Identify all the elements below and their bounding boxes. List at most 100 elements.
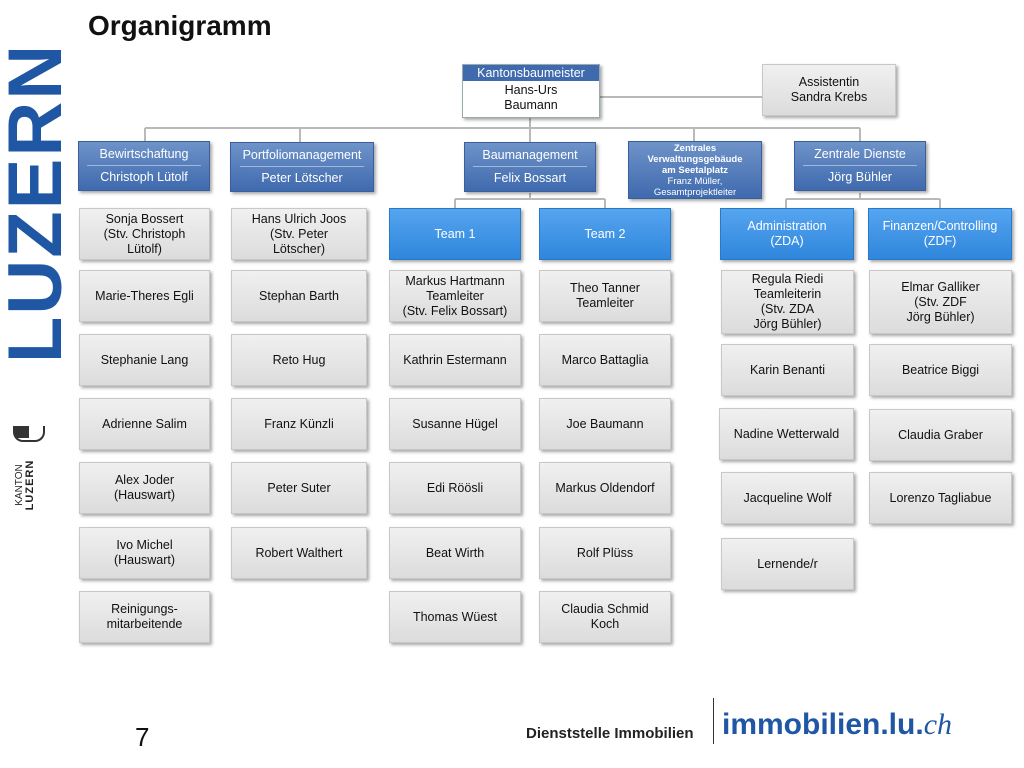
staff-card: Marco Battaglia	[539, 334, 671, 386]
staff-line1: Edi Röösli	[426, 480, 484, 495]
dept-bewirtschaftung: Bewirtschaftung Christoph Lütolf	[78, 141, 210, 191]
dept-title: Zentrale Dienste	[814, 147, 906, 161]
footer-divider	[713, 698, 714, 744]
staff-card: Markus Oldendorf	[539, 462, 671, 514]
dept-title: Baumanagement	[482, 148, 578, 162]
staff-card: Alex Joder (Hauswart)	[79, 462, 210, 514]
staff-line1: Markus Oldendorf	[555, 480, 655, 495]
staff-card: Regula Riedi Teamleiterin (Stv. ZDA Jörg…	[721, 270, 854, 334]
staff-line2: (Stv. Peter	[269, 226, 329, 241]
team-label-line2: (ZDA)	[770, 234, 804, 248]
staff-card: Elmar Galliker (Stv. ZDF Jörg Bühler)	[869, 270, 1012, 334]
dept-baumanagement: Baumanagement Felix Bossart	[464, 142, 596, 192]
staff-card: Claudia Graber	[869, 409, 1012, 461]
dept-portfoliomanagement: Portfoliomanagement Peter Lötscher	[230, 142, 374, 192]
page-number: 7	[135, 722, 150, 752]
staff-card: Kathrin Estermann	[389, 334, 521, 386]
staff-line3: Lötscher)	[272, 241, 326, 256]
dept-head-line2: Gesamtprojektleiter	[653, 186, 737, 198]
staff-line1: Elmar Galliker	[901, 279, 980, 294]
team-label-line1: Finanzen/Controlling	[882, 219, 998, 233]
staff-line3: (Stv. ZDA	[760, 302, 815, 316]
staff-card: Nadine Wetterwald	[719, 408, 854, 460]
staff-line1: Beat Wirth	[425, 545, 485, 560]
staff-card: Edi Röösli	[389, 462, 521, 514]
staff-line1: Robert Walthert	[255, 545, 343, 560]
staff-line1: Hans Ulrich Joos	[251, 211, 347, 226]
staff-line2: (Stv. ZDF	[914, 294, 967, 309]
staff-line2: (Stv. Christoph	[103, 226, 186, 241]
staff-card: Hans Ulrich Joos (Stv. Peter Lötscher)	[231, 208, 367, 260]
staff-line1: Claudia Graber	[898, 427, 983, 442]
staff-line1: Nadine Wetterwald	[733, 426, 840, 441]
dept-title-line3: am Seetalplatz	[662, 164, 728, 176]
staff-line2: (Hauswart)	[113, 488, 176, 502]
staff-card: Stephan Barth	[231, 270, 367, 322]
staff-card: Ivo Michel (Hauswart)	[79, 527, 210, 579]
staff-line2: Koch	[590, 617, 620, 631]
footer-brand-logo: immobilien.lu.ch	[722, 708, 952, 742]
team-label-line2: (ZDF)	[923, 234, 957, 248]
staff-card: Reto Hug	[231, 334, 367, 386]
staff-line1: Ivo Michel	[116, 538, 173, 552]
staff-card: Rolf Plüss	[539, 527, 671, 579]
staff-line1: Lorenzo Tagliabue	[889, 490, 992, 505]
staff-line1: Kathrin Estermann	[403, 352, 507, 367]
staff-card: Robert Walthert	[231, 527, 367, 579]
footer-department: Dienststelle Immobilien	[526, 725, 694, 742]
staff-line2: Teamleiter	[576, 296, 634, 310]
top-name-line1: Hans-Urs	[504, 83, 558, 97]
staff-line1: Franz Künzli	[264, 416, 334, 431]
staff-card: Joe Baumann	[539, 398, 671, 450]
top-name-line2: Baumann	[504, 98, 558, 112]
staff-line3: Jörg Bühler)	[906, 309, 975, 324]
dept-title: Bewirtschaftung	[99, 147, 189, 161]
staff-card: Markus Hartmann Teamleiter (Stv. Felix B…	[389, 270, 521, 322]
staff-line1: Stephanie Lang	[100, 352, 189, 367]
staff-card: Stephanie Lang	[79, 334, 210, 386]
staff-card: Beatrice Biggi	[869, 344, 1012, 396]
staff-card: Thomas Wüest	[389, 591, 521, 643]
staff-card: Beat Wirth	[389, 527, 521, 579]
staff-line2: Teamleiterin	[753, 287, 822, 301]
dept-head-line1: Franz Müller,	[667, 175, 723, 187]
dept-head: Jörg Bühler	[802, 165, 918, 185]
kantonsbaumeister-box: Kantonsbaumeister Hans-Urs Baumann	[462, 64, 600, 118]
staff-line1: Karin Benanti	[749, 362, 826, 377]
staff-card: Claudia Schmid Koch	[539, 591, 671, 643]
staff-line4: Jörg Bühler)	[753, 317, 822, 331]
dept-title-line2: Verwaltungsgebäude	[647, 153, 743, 165]
staff-line1: Alex Joder	[114, 473, 175, 487]
team-1: Team 1	[389, 208, 521, 260]
staff-line1: Susanne Hügel	[412, 416, 498, 431]
staff-line2: mitarbeitende	[106, 617, 183, 631]
staff-line1: Marie-Theres Egli	[95, 288, 194, 303]
staff-line1: Sonja Bossert	[105, 211, 184, 226]
staff-line1: Stephan Barth	[259, 288, 339, 303]
staff-card: Lernende/r	[721, 538, 854, 590]
staff-line1: Markus Hartmann	[405, 273, 505, 288]
dept-head: Christoph Lütolf	[86, 165, 202, 185]
staff-card: Reinigungs- mitarbeitende	[79, 591, 210, 643]
staff-card: Susanne Hügel	[389, 398, 521, 450]
team-label: Team 2	[584, 226, 626, 241]
staff-line2: Teamleiter	[426, 288, 484, 303]
staff-line1: Adrienne Salim	[102, 416, 187, 431]
staff-line1: Regula Riedi	[751, 272, 824, 286]
top-role: Kantonsbaumeister	[463, 65, 599, 81]
staff-line1: Marco Battaglia	[561, 352, 649, 367]
staff-card: Franz Künzli	[231, 398, 367, 450]
staff-card: Theo Tanner Teamleiter	[539, 270, 671, 322]
team-label: Team 1	[434, 226, 476, 241]
staff-line1: Peter Suter	[267, 480, 331, 495]
assistant-role: Assistentin	[798, 75, 860, 89]
dept-title: Portfoliomanagement	[242, 148, 362, 162]
dept-title-line1: Zentrales	[673, 142, 717, 154]
staff-line3: (Stv. Felix Bossart)	[402, 303, 508, 318]
team-finanzen-controlling: Finanzen/Controlling (ZDF)	[868, 208, 1012, 260]
staff-line1: Claudia Schmid	[561, 602, 649, 616]
staff-line1: Theo Tanner	[570, 281, 640, 295]
dept-zentrale-dienste: Zentrale Dienste Jörg Bühler	[794, 141, 926, 191]
staff-line1: Thomas Wüest	[412, 609, 498, 624]
team-administration: Administration (ZDA)	[720, 208, 854, 260]
